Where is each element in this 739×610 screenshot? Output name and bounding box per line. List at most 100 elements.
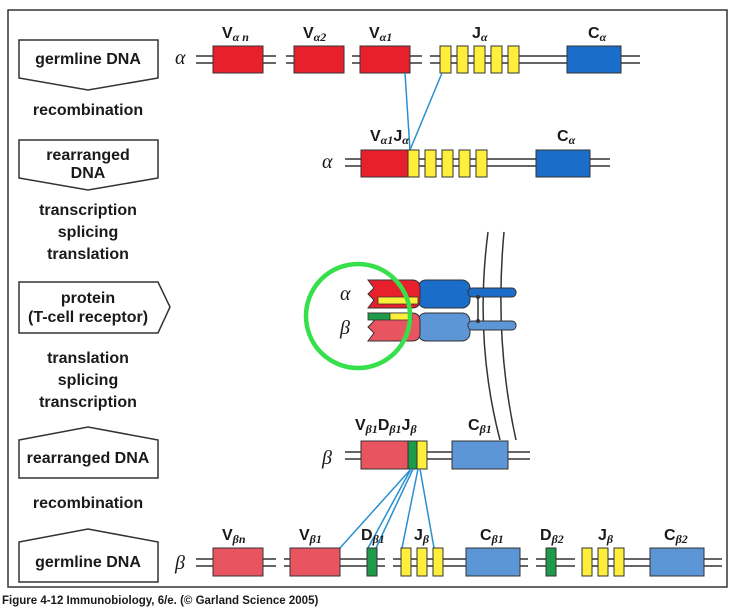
splicing-step-2: splicing [58,372,118,389]
j-beta-2-segment [581,547,593,577]
alpha-chain-constant-domain [417,279,471,309]
protein-label-line1: protein [61,290,115,307]
beta-chain-d-region [367,312,391,321]
d-beta-2-label: Dβ2 [540,527,564,546]
variable-region-highlight-circle [303,261,413,371]
disulfide-bond-end [476,319,480,323]
germline-beta-stage: germline DNA [18,528,159,583]
j-beta-1-segment [432,547,444,577]
rearranged-v-alpha-segment [360,149,409,178]
d-beta-1-segment [366,547,378,577]
j-alpha-segment [456,45,469,74]
v-alpha-n-label: Vα n [222,25,249,44]
beta-chain-symbol-germline: β [174,552,185,574]
alpha-transmembrane-tail [467,287,517,298]
j-alpha-segment [424,149,437,178]
beta-transmembrane-tail [467,320,517,331]
alpha-recombination-connector [409,72,443,151]
transcription-step-2: transcription [39,394,137,411]
v-alpha-1-label: Vα1 [369,25,392,44]
c-beta-1-segment [451,440,509,470]
rearranged-beta-locus: β Vβ1Dβ1Jβ Cβ1 [321,417,530,470]
rearranged-alpha-locus: α Vα1Jα Cα [322,128,610,178]
germline-beta-locus: β Vβn Vβ1 Dβ1 Jβ Cβ1 Dβ2 Jβ Cβ2 [174,527,722,577]
germline-beta-label: germline DNA [35,554,141,571]
d-beta-2-segment [545,547,557,577]
j-beta-2-segment [597,547,609,577]
c-alpha-segment [535,149,591,178]
c-alpha-label: Cα [588,25,607,44]
c-beta-2-segment [649,547,705,577]
rearranged-v-beta-segment [360,440,409,470]
recombination-label-2: recombination [33,495,143,512]
transcription-step-1: transcription [39,202,137,219]
rearranged-beta-arrow-box [18,426,159,479]
cell-membrane [482,231,501,441]
vdj-beta-label: Vβ1Dβ1Jβ [355,417,417,436]
c-beta-1-label-rearranged: Cβ1 [468,417,492,436]
cell-membrane [500,231,517,441]
rearranged-j-beta-segment [416,440,428,470]
splicing-step-1: splicing [58,224,118,241]
rearranged-d-beta-segment [407,440,418,470]
figure-caption: Figure 4-12 Immunobiology, 6/e. (© Garla… [2,595,319,607]
j-alpha-segment [441,149,454,178]
v-alpha-n-segment [212,45,264,74]
translation-step-1: translation [47,246,129,263]
v-beta-n-segment [212,547,264,577]
j-alpha-segment [458,149,471,178]
rearranged-alpha-label-line1: rearranged [46,147,130,164]
beta-recombination-connector [367,468,412,549]
germline-alpha-arrow-box [18,39,159,91]
v-beta-1-segment [289,547,341,577]
alpha-chain-symbol-germline: α [175,47,186,69]
v-alpha-2-label: Vα2 [303,25,326,44]
protein-stage: protein (T-cell receptor) [18,281,171,334]
translation-step-2: translation [47,350,129,367]
j-alpha-segment [439,45,452,74]
alpha-recombination-connector [404,72,411,151]
beta-chain-symbol-rearranged: β [321,447,332,469]
alpha-chain-symbol-protein: α [340,283,351,305]
vj-alpha-label: Vα1Jα [370,128,409,147]
c-beta-1-segment [465,547,521,577]
figure-frame [7,9,728,588]
protein-label-line2: (T-cell receptor) [28,309,148,326]
rearranged-beta-stage: rearranged DNA [18,426,159,479]
disulfide-bond-end [476,295,480,299]
germline-beta-arrow-box [18,528,159,583]
rearranged-alpha-arrow-box [18,139,159,191]
j-alpha-segment [507,45,520,74]
alpha-chain-symbol-rearranged: α [322,151,333,173]
j-beta-1-segment [400,547,412,577]
j-beta-2-label: Jβ [598,527,614,546]
germline-alpha-label: germline DNA [35,51,141,68]
recombination-label-1: recombination [33,102,143,119]
j-beta-1-label: Jβ [414,527,430,546]
beta-chain-symbol-protein: β [339,317,350,339]
c-alpha-label-rearranged: Cα [557,128,576,147]
germline-alpha-locus: α Vα n Vα2 Vα1 Jα Cα [175,25,640,74]
v-beta-n-label: Vβn [222,527,246,546]
beta-recombination-connector [419,468,435,549]
rearranged-beta-label: rearranged DNA [27,450,150,467]
j-alpha-segment [475,149,488,178]
beta-recombination-connector [375,468,414,549]
v-alpha-1-segment [359,45,411,74]
protein-arrow-box [18,281,171,334]
d-beta-1-label: Dβ1 [361,527,385,546]
germline-alpha-stage: germline DNA [18,39,159,91]
v-beta-1-label: Vβ1 [299,527,322,546]
beta-chain-constant-domain [417,312,471,342]
rearranged-alpha-label-line2: DNA [71,165,106,182]
j-beta-1-segment [416,547,428,577]
beta-recombination-connector [401,468,419,549]
rearranged-alpha-stage: rearranged DNA [18,139,159,191]
j-alpha-label: Jα [472,25,488,44]
c-beta-1-label: Cβ1 [480,527,504,546]
alpha-chain-j-region [377,296,419,305]
j-alpha-segment [473,45,486,74]
j-alpha-segment [490,45,503,74]
t-cell-receptor-protein: α β [303,231,517,441]
